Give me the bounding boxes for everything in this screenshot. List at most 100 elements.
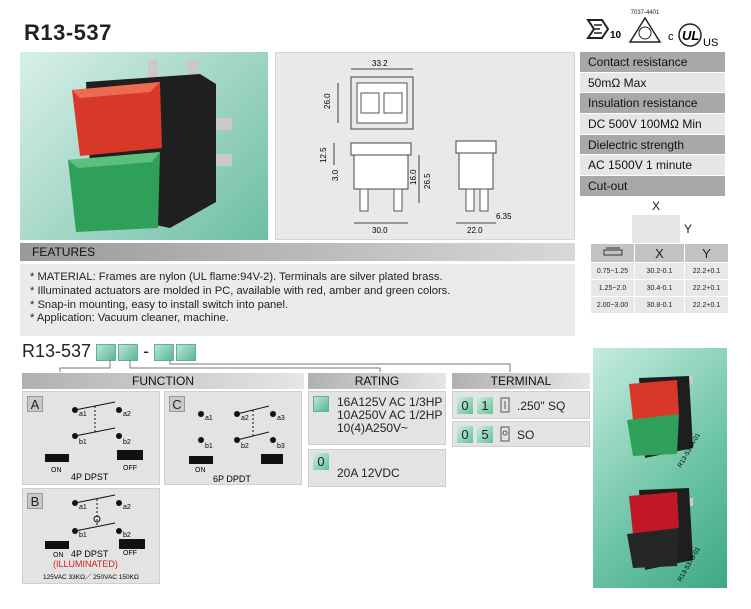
dpst-diagram: a1 a2 b1 b2 ON OFF 4P DPST (45, 401, 143, 482)
table-cell: 22.2+0.1 (684, 262, 729, 280)
pin-label: b2 (241, 443, 249, 450)
variant-photo: R13-537A-01 R13-537B-01 (593, 348, 727, 588)
svg-text:UL: UL (682, 28, 699, 43)
dimension-drawing: 33.2 26.0 12.5 3.0 16.0 26.5 30.0 22.0 6… (275, 52, 575, 240)
dim-26-5: 26.5 (423, 173, 432, 189)
variant-switches-image: R13-537A-01 R13-537B-01 (627, 376, 702, 583)
feature-item: * MATERIAL: Frames are nylon (UL flame:9… (30, 271, 443, 283)
features-list: * MATERIAL: Frames are nylon (UL flame:9… (20, 264, 575, 336)
function-a-letter: A (27, 396, 43, 412)
pin-label: a3 (277, 415, 285, 422)
pin-label: b3 (277, 443, 285, 450)
pin-label: a1 (79, 504, 87, 511)
ul-mark: c UL US (668, 22, 728, 49)
svg-text:c: c (668, 31, 674, 43)
terminal-1-panel: 0 1 .250" SQ (452, 391, 590, 419)
dpdt-diagram: a1 a2 a3 b1 b2 b3 ON 6P DPDT (189, 405, 285, 484)
resistor-note: 125VAC 33KΩ／ 250VAC 150KΩ (43, 573, 139, 581)
terminal-1-digit-2: 1 (477, 397, 493, 414)
off-label: OFF (123, 465, 137, 472)
rating-line: 16A125V AC 1/3HP (337, 395, 443, 409)
rating-1-panel: 16A125V AC 1/3HP 10A250V AC 1/2HP 10(4)A… (308, 391, 446, 445)
dim-6-35: 6.35 (496, 212, 512, 221)
vde-mark: 7037-4401 (628, 10, 662, 46)
rating-1-code (313, 396, 329, 412)
pin-label: a2 (123, 411, 131, 418)
table-cell: 2.00~3.00 (590, 296, 635, 314)
code-box-function (96, 343, 117, 361)
on-label: ON (53, 552, 64, 559)
function-c-panel: C a1 a2 a3 b1 b2 b3 ON 6P DPDT (164, 391, 302, 485)
enec-mark: 10 (584, 16, 624, 42)
cutout-x: X (652, 198, 661, 213)
feature-item: * Snap-in mounting, easy to install swit… (30, 298, 289, 311)
cutout-box (632, 214, 680, 243)
function-a-panel: A a1 a2 b1 b2 ON OFF 4P DPST (22, 391, 160, 485)
drawing-svg: 33.2 26.0 12.5 3.0 16.0 26.5 30.0 22.0 6… (319, 59, 512, 235)
ul-us: US (703, 37, 718, 48)
rating-line: 10A250V AC 1/2HP (337, 408, 443, 422)
pin-label: b1 (205, 443, 213, 450)
dim-3-0: 3.0 (331, 169, 340, 181)
table-row: 0.75~1.25 30.2-0.1 22.2+0.1 (590, 262, 729, 280)
model-code: R13-537 - (22, 341, 197, 362)
table-row: 1.25~2.0 30.4-0.1 22.2+0.1 (590, 279, 729, 297)
function-a-label: 4P DPST (71, 472, 109, 482)
spec-insulation-value: DC 500V 100MΩ Min (580, 114, 725, 135)
features-heading: FEATURES (20, 243, 575, 261)
dim-30-0: 30.0 (372, 226, 388, 235)
rating-2-panel: 0 20A 12VDC (308, 449, 446, 487)
pin-label: a2 (123, 504, 131, 511)
rating-heading: RATING (308, 373, 446, 389)
dim-16-0: 16.0 (409, 169, 418, 185)
terminal-2-label: SO (517, 428, 535, 442)
solder-terminal-icon (500, 426, 510, 442)
spec-dielectric-label: Dielectric strength (580, 134, 725, 156)
pin-label: b1 (79, 439, 87, 446)
pin-label: a1 (205, 415, 213, 422)
pin-label: b2 (123, 439, 131, 446)
dim-width-top: 33.2 (372, 59, 388, 68)
feature-item: * Application: Vacuum cleaner, machine. (30, 312, 229, 325)
spec-panel: Contact resistance 50mΩ Max Insulation r… (580, 52, 725, 245)
on-label: ON (51, 467, 62, 474)
cutout-header-y: Y (684, 243, 729, 263)
vde-number: 7037-4401 (630, 10, 660, 16)
dim-height-top: 26.0 (323, 93, 332, 109)
model-prefix: R13-537 (22, 341, 92, 361)
page-title: R13-537 (24, 20, 112, 45)
cutout-diagram: X Y (580, 197, 725, 245)
cutout-y: Y (684, 221, 693, 236)
vde-icon (628, 16, 662, 43)
dpst-illuminated-diagram: a1 a2 b1 b2 ON OFF 4P DPST (ILLUMINATED)… (43, 494, 145, 581)
product-photo (20, 52, 268, 240)
table-cell: 30.8-0.1 (634, 296, 685, 314)
function-heading: FUNCTION (22, 373, 304, 389)
enec-icon: 10 (586, 19, 622, 41)
spec-dielectric-value: AC 1500V 1 minute (580, 155, 725, 177)
model-dash: - (143, 341, 150, 361)
off-label: OFF (123, 550, 137, 557)
pin-label: b2 (123, 532, 131, 539)
terminal-1-label: .250" SQ (517, 399, 566, 413)
dim-22-0: 22.0 (467, 226, 483, 235)
code-box-terminal-2 (176, 343, 197, 361)
spec-cutout-label: Cut-out (580, 176, 725, 197)
function-b-label: 4P DPST (71, 549, 109, 559)
quick-connect-terminal-icon (500, 397, 510, 413)
rating-2-code: 0 (313, 453, 329, 470)
terminal-1-digit-1: 0 (457, 397, 473, 414)
cutout-table: X Y 0.75~1.25 30.2-0.1 22.2+0.1 1.25~2.0… (590, 243, 729, 314)
feature-item: * Illuminated actuators are molded in PC… (30, 284, 451, 297)
spec-insulation-label: Insulation resistance (580, 93, 725, 115)
rating-2-value: 20A 12VDC (337, 466, 400, 480)
pin-label: a1 (79, 411, 87, 418)
illuminated-label: (ILLUMINATED) (53, 559, 118, 569)
terminal-heading: TERMINAL (452, 373, 590, 389)
spec-contact-label: Contact resistance (580, 52, 725, 73)
pin-label: b1 (79, 532, 87, 539)
spec-contact-value: 50mΩ Max (580, 72, 725, 94)
dim-12-5: 12.5 (319, 147, 328, 163)
rocker-switch-image (68, 60, 232, 232)
